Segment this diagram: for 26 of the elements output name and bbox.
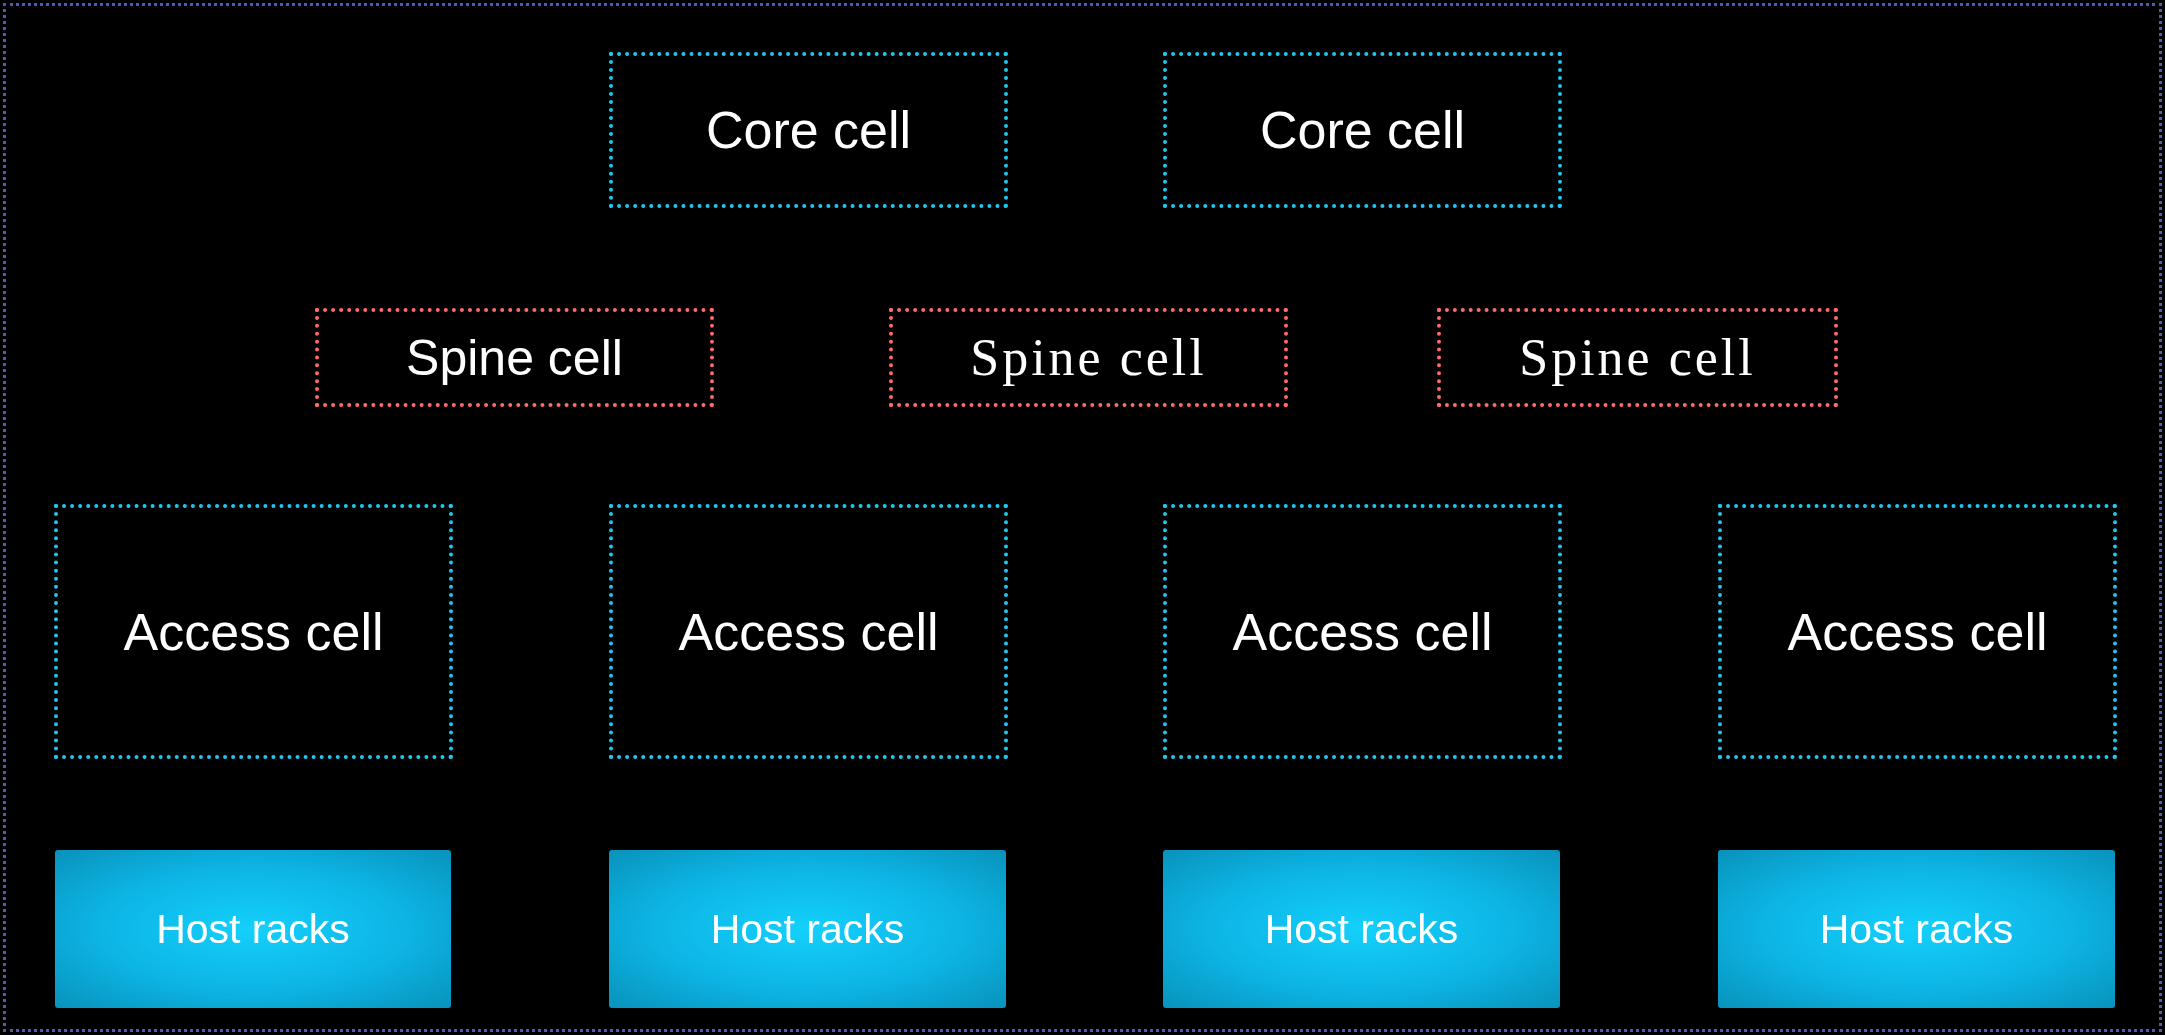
host-racks-box	[1718, 850, 2115, 1008]
cell-label: Host racks	[1264, 905, 1459, 953]
cell-label: Host racks	[1819, 905, 2014, 953]
access-cell-box	[609, 504, 1008, 759]
core-cell-box	[1163, 52, 1562, 208]
cell-label: Access cell	[1787, 601, 2048, 662]
cell-label: Access cell	[123, 601, 384, 662]
access-cell-box	[54, 504, 453, 759]
cell-label: Access cell	[1232, 601, 1493, 662]
spine-cell-box	[1437, 308, 1838, 407]
cell-label: Spine cell	[970, 328, 1207, 387]
core-cell-box	[609, 52, 1008, 208]
host-racks-box	[609, 850, 1006, 1008]
cell-label: Core cell	[705, 100, 912, 160]
cell-label: Access cell	[678, 601, 939, 662]
cell-label: Core cell	[1259, 100, 1466, 160]
access-cell-box	[1163, 504, 1562, 759]
cell-label: Spine cell	[1519, 328, 1756, 387]
cell-label: Spine cell	[406, 328, 623, 387]
access-cell-box	[1718, 504, 2117, 759]
host-racks-box	[55, 850, 451, 1008]
cell-label: Host racks	[156, 905, 350, 953]
host-racks-box	[1163, 850, 1560, 1008]
cell-label: Host racks	[710, 905, 905, 953]
spine-cell-box	[315, 308, 714, 407]
spine-cell-box	[889, 308, 1288, 407]
